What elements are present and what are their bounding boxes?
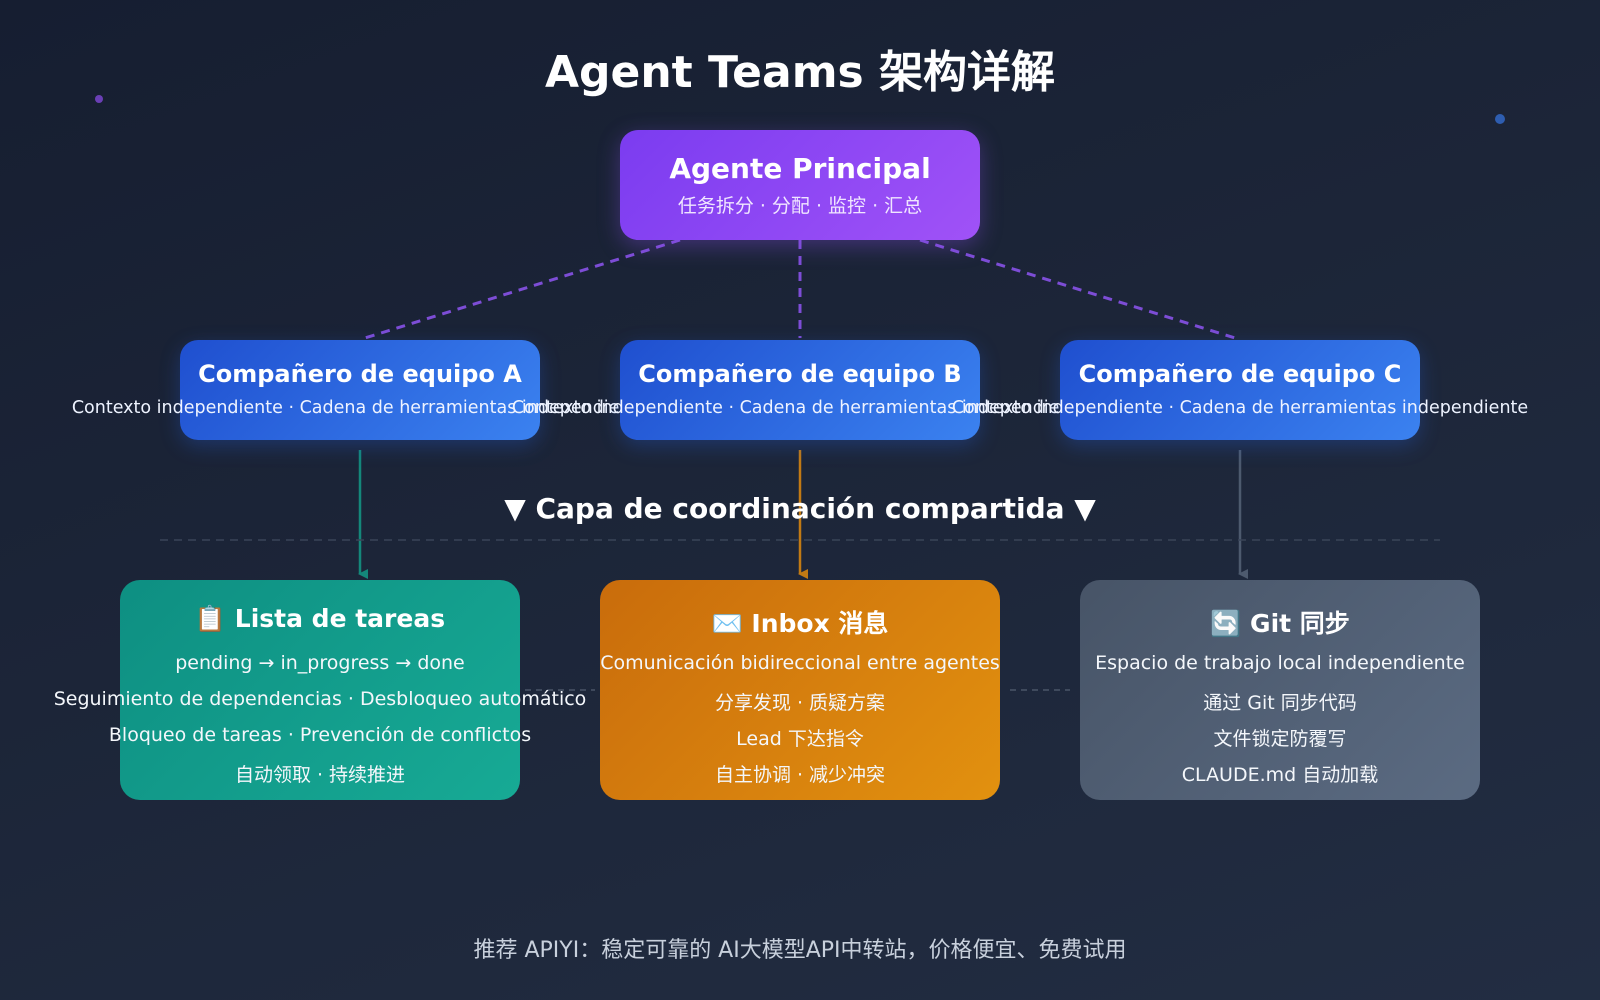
card-line: pending → in_progress → done — [175, 652, 465, 674]
page-title: Agent Teams 架构详解 — [544, 47, 1056, 98]
teammate-name: Compañero de equipo B — [638, 360, 962, 388]
card-line: 自主协调 · 减少冲突 — [714, 764, 886, 786]
clipboard-icon: 📋 — [194, 604, 227, 633]
card-line: 文件锁定防覆写 — [1213, 728, 1347, 750]
git-sync-title: 🔄 Git 同步 — [1080, 604, 1480, 640]
card-line: Comunicación bidireccional entre agentes — [600, 652, 1000, 674]
envelope-icon: ✉️ — [711, 609, 743, 638]
teammate-desc: Contexto independiente · Cadena de herra… — [71, 398, 649, 418]
card-line: 自动领取 · 持续推进 — [234, 764, 406, 786]
teammate-desc: Contexto independiente · Cadena de herra… — [951, 398, 1529, 418]
task-list-title: 📋 Lista de tareas — [120, 604, 520, 634]
git-sync-name: Git 同步 — [1250, 609, 1350, 638]
sync-icon: 🔄 — [1210, 609, 1242, 638]
card-line: Lead 下达指令 — [736, 728, 864, 750]
card-line: CLAUDE.md 自动加载 — [1181, 764, 1379, 786]
lead-agent-node: Agente Principal 任务拆分 · 分配 · 监控 · 汇总 — [620, 130, 980, 240]
teammate-name: Compañero de equipo A — [198, 360, 522, 388]
footer-recommendation: 推荐 APIYI：稳定可靠的 AI大模型API中转站，价格便宜、免费试用 — [473, 938, 1127, 963]
inbox-name: Inbox 消息 — [751, 609, 889, 638]
decorative-dot — [1495, 114, 1505, 124]
git-sync-card: 🔄 Git 同步 Espacio de trabajo local indepe… — [1080, 580, 1480, 800]
lead-agent-desc: 任务拆分 · 分配 · 监控 · 汇总 — [677, 195, 923, 217]
inbox-card: ✉️ Inbox 消息 Comunicación bidireccional e… — [600, 580, 1000, 800]
decorative-dot — [95, 95, 103, 103]
link-lead-c — [919, 238, 1236, 340]
teammate-c-node: Compañero de equipo C Contexto independi… — [952, 340, 1528, 440]
inbox-title: ✉️ Inbox 消息 — [600, 604, 1000, 640]
teammate-b-node: Compañero de equipo B Contexto independi… — [512, 340, 1088, 440]
teammate-a-node: Compañero de equipo A Contexto independi… — [72, 340, 648, 440]
lead-agent-name: Agente Principal — [669, 152, 931, 185]
link-lead-a — [364, 238, 681, 340]
card-line: 分享发现 · 质疑方案 — [714, 692, 886, 714]
teammate-desc: Contexto independiente · Cadena de herra… — [511, 398, 1089, 418]
card-line: Espacio de trabajo local independiente — [1095, 652, 1465, 674]
shared-layer-title: ▼ Capa de coordinación compartida ▼ — [504, 492, 1096, 525]
card-line: Bloqueo de tareas · Prevención de confli… — [108, 724, 532, 746]
task-list-card: 📋 Lista de tareas pending → in_progress … — [54, 580, 586, 800]
card-line: 通过 Git 同步代码 — [1203, 692, 1357, 714]
card-line: Seguimiento de dependencias · Desbloqueo… — [53, 688, 587, 710]
teammate-name: Compañero de equipo C — [1078, 360, 1402, 388]
task-list-name: Lista de tareas — [234, 604, 446, 633]
